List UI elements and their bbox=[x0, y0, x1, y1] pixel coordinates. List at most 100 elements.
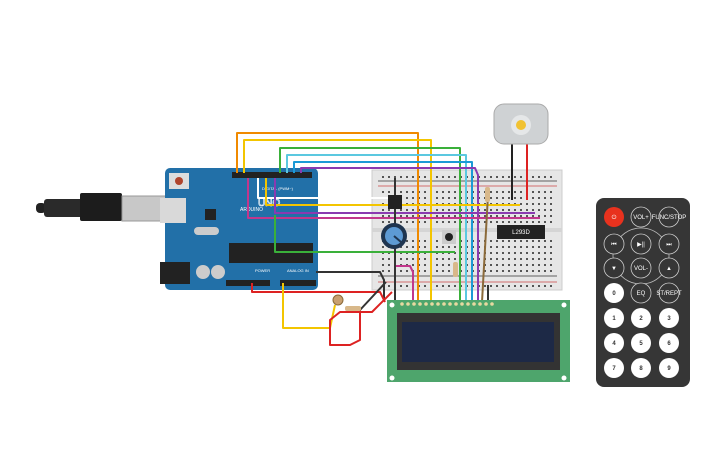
breadboard-hole[interactable] bbox=[406, 176, 408, 178]
breadboard-hole[interactable] bbox=[526, 264, 528, 266]
breadboard-hole[interactable] bbox=[442, 215, 444, 217]
breadboard-hole[interactable] bbox=[496, 258, 498, 260]
breadboard-hole[interactable] bbox=[502, 197, 504, 199]
breadboard-hole[interactable] bbox=[520, 285, 522, 287]
breadboard-hole[interactable] bbox=[382, 246, 384, 248]
breadboard-hole[interactable] bbox=[490, 258, 492, 260]
lcd-pin[interactable] bbox=[466, 302, 470, 306]
breadboard-hole[interactable] bbox=[400, 191, 402, 193]
breadboard-hole[interactable] bbox=[382, 191, 384, 193]
breadboard-hole[interactable] bbox=[490, 246, 492, 248]
breadboard-hole[interactable] bbox=[496, 246, 498, 248]
remote-button[interactable]: ▶|| bbox=[630, 233, 652, 255]
lcd-pin[interactable] bbox=[448, 302, 452, 306]
breadboard-hole[interactable] bbox=[454, 246, 456, 248]
lcd-pin[interactable] bbox=[442, 302, 446, 306]
breadboard-hole[interactable] bbox=[454, 221, 456, 223]
breadboard-hole[interactable] bbox=[520, 264, 522, 266]
breadboard-hole[interactable] bbox=[508, 191, 510, 193]
breadboard-hole[interactable] bbox=[526, 285, 528, 287]
breadboard-hole[interactable] bbox=[388, 209, 390, 211]
breadboard-hole[interactable] bbox=[436, 191, 438, 193]
breadboard-hole[interactable] bbox=[514, 246, 516, 248]
breadboard-hole[interactable] bbox=[448, 270, 450, 272]
breadboard-hole[interactable] bbox=[406, 258, 408, 260]
breadboard-hole[interactable] bbox=[406, 209, 408, 211]
breadboard-hole[interactable] bbox=[502, 252, 504, 254]
breadboard-hole[interactable] bbox=[436, 258, 438, 260]
breadboard-hole[interactable] bbox=[394, 176, 396, 178]
breadboard-hole[interactable] bbox=[538, 270, 540, 272]
breadboard-hole[interactable] bbox=[496, 221, 498, 223]
breadboard-hole[interactable] bbox=[412, 215, 414, 217]
breadboard-hole[interactable] bbox=[424, 270, 426, 272]
breadboard-hole[interactable] bbox=[442, 258, 444, 260]
breadboard-hole[interactable] bbox=[508, 270, 510, 272]
breadboard-hole[interactable] bbox=[424, 246, 426, 248]
breadboard-hole[interactable] bbox=[550, 176, 552, 178]
remote-button[interactable]: ⏭ bbox=[658, 233, 680, 255]
breadboard-hole[interactable] bbox=[436, 197, 438, 199]
breadboard-hole[interactable] bbox=[532, 240, 534, 242]
breadboard-hole[interactable] bbox=[544, 215, 546, 217]
breadboard-hole[interactable] bbox=[532, 285, 534, 287]
breadboard-hole[interactable] bbox=[538, 258, 540, 260]
lcd-pin[interactable] bbox=[430, 302, 434, 306]
breadboard-hole[interactable] bbox=[502, 221, 504, 223]
breadboard-hole[interactable] bbox=[550, 221, 552, 223]
breadboard-hole[interactable] bbox=[388, 191, 390, 193]
breadboard-hole[interactable] bbox=[496, 215, 498, 217]
breadboard-hole[interactable] bbox=[550, 258, 552, 260]
breadboard-hole[interactable] bbox=[520, 215, 522, 217]
breadboard-hole[interactable] bbox=[388, 215, 390, 217]
breadboard-hole[interactable] bbox=[412, 197, 414, 199]
breadboard-hole[interactable] bbox=[514, 240, 516, 242]
breadboard-hole[interactable] bbox=[532, 209, 534, 211]
breadboard-hole[interactable] bbox=[424, 240, 426, 242]
breadboard-hole[interactable] bbox=[520, 221, 522, 223]
breadboard-hole[interactable] bbox=[538, 221, 540, 223]
breadboard-hole[interactable] bbox=[490, 252, 492, 254]
breadboard-hole[interactable] bbox=[388, 270, 390, 272]
remote-button[interactable]: 6 bbox=[659, 333, 679, 353]
breadboard-hole[interactable] bbox=[412, 191, 414, 193]
breadboard-hole[interactable] bbox=[544, 285, 546, 287]
breadboard-hole[interactable] bbox=[442, 221, 444, 223]
remote-button[interactable]: 0 bbox=[604, 283, 624, 303]
breadboard-hole[interactable] bbox=[382, 258, 384, 260]
breadboard-hole[interactable] bbox=[496, 197, 498, 199]
breadboard-hole[interactable] bbox=[496, 240, 498, 242]
breadboard-hole[interactable] bbox=[490, 191, 492, 193]
arduino-uno[interactable]: ARDUINO UNO DIGITAL (PWM~) POWER ANALOG … bbox=[160, 168, 318, 290]
lcd-pin[interactable] bbox=[400, 302, 404, 306]
breadboard-hole[interactable] bbox=[454, 176, 456, 178]
breadboard-hole[interactable] bbox=[532, 264, 534, 266]
breadboard-hole[interactable] bbox=[388, 258, 390, 260]
breadboard-hole[interactable] bbox=[484, 176, 486, 178]
breadboard-hole[interactable] bbox=[436, 285, 438, 287]
breadboard-hole[interactable] bbox=[550, 246, 552, 248]
tilt-sensor[interactable] bbox=[388, 195, 402, 209]
breadboard-hole[interactable] bbox=[520, 240, 522, 242]
photoresistor[interactable] bbox=[332, 294, 344, 306]
breadboard-hole[interactable] bbox=[520, 258, 522, 260]
remote-button[interactable]: ▲ bbox=[658, 257, 680, 279]
breadboard-hole[interactable] bbox=[538, 252, 540, 254]
lcd-pin[interactable] bbox=[484, 302, 488, 306]
breadboard-hole[interactable] bbox=[502, 191, 504, 193]
breadboard-hole[interactable] bbox=[406, 221, 408, 223]
breadboard-hole[interactable] bbox=[490, 240, 492, 242]
breadboard-hole[interactable] bbox=[550, 191, 552, 193]
breadboard-hole[interactable] bbox=[490, 215, 492, 217]
remote-button[interactable]: VOL+ bbox=[630, 206, 652, 228]
breadboard-hole[interactable] bbox=[550, 270, 552, 272]
pushbutton[interactable] bbox=[442, 230, 456, 244]
remote-button[interactable]: EQ bbox=[630, 282, 652, 304]
breadboard-hole[interactable] bbox=[442, 270, 444, 272]
breadboard-hole[interactable] bbox=[424, 285, 426, 287]
breadboard-hole[interactable] bbox=[400, 246, 402, 248]
remote-button[interactable]: 9 bbox=[659, 358, 679, 378]
breadboard-hole[interactable] bbox=[382, 176, 384, 178]
breadboard-hole[interactable] bbox=[544, 264, 546, 266]
breadboard-hole[interactable] bbox=[526, 209, 528, 211]
